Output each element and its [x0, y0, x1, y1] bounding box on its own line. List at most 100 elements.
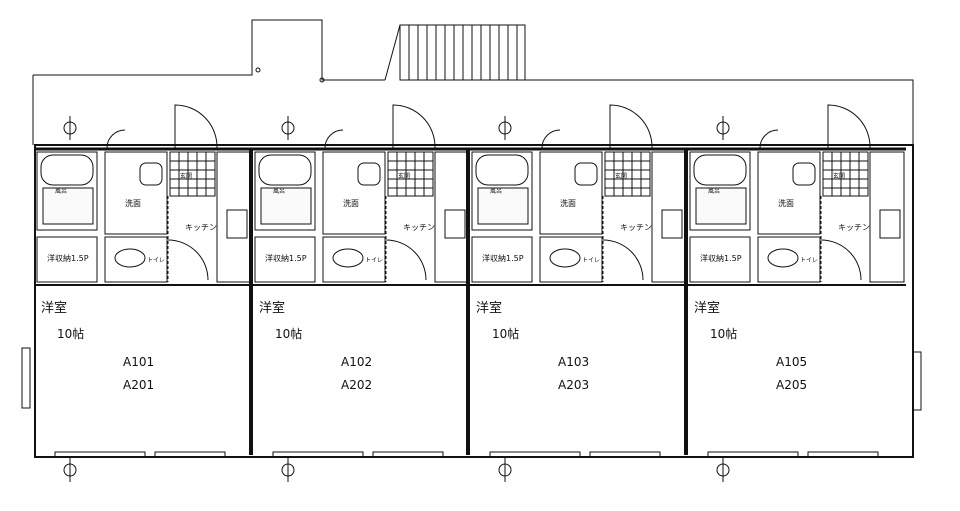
door-swing — [759, 129, 779, 149]
door-swing — [324, 129, 344, 149]
window — [489, 451, 581, 458]
unit-number-lower: A102 — [341, 355, 373, 369]
kitchen — [869, 151, 905, 283]
entry-door — [392, 104, 436, 149]
washroom — [104, 151, 168, 235]
washroom-label: 洗面 — [125, 199, 141, 208]
kitchen-label: キッチン — [403, 223, 435, 232]
washroom — [322, 151, 386, 235]
washroom — [757, 151, 821, 235]
kitchen-label: キッチン — [620, 223, 652, 232]
toilet-label: トイレ — [582, 257, 601, 264]
room-label: 洋室 — [259, 301, 286, 316]
door-swing — [385, 239, 427, 281]
toilet-bowl — [549, 248, 581, 268]
entrance-label: 玄関 — [180, 173, 193, 180]
toilet-room — [322, 236, 386, 283]
closet-label: 洋収納1.5P — [700, 254, 742, 263]
washroom-label: 洗面 — [778, 199, 794, 208]
room-label: 洋室 — [476, 301, 503, 316]
kitchen-sink — [661, 209, 683, 239]
tiled-area — [169, 151, 216, 197]
toilet-bowl — [332, 248, 364, 268]
entrance-label: 玄関 — [833, 173, 846, 180]
unit-number-upper: A203 — [558, 378, 590, 392]
kitchen — [651, 151, 687, 283]
toilet-label: トイレ — [147, 257, 166, 264]
unit-number-lower: A105 — [776, 355, 808, 369]
post-marker — [255, 67, 261, 73]
closet — [689, 236, 751, 283]
building-outline — [34, 144, 914, 458]
window — [21, 347, 31, 409]
washroom-label: 洗面 — [560, 199, 576, 208]
bathroom — [689, 151, 751, 231]
kitchen-label: キッチン — [185, 223, 217, 232]
bathtub — [40, 154, 94, 186]
door-swing — [167, 239, 209, 281]
closet-label: 洋収納1.5P — [482, 254, 524, 263]
unit-number-upper: A205 — [776, 378, 808, 392]
toilet-label: トイレ — [800, 257, 819, 264]
washbasin — [792, 162, 816, 186]
window — [589, 451, 661, 458]
door-swing — [602, 239, 644, 281]
washbasin — [139, 162, 163, 186]
toilet-bowl — [767, 248, 799, 268]
tiled-area — [604, 151, 651, 197]
entry-door — [174, 104, 218, 149]
post-marker — [319, 77, 325, 83]
entrance-label: 玄関 — [615, 173, 628, 180]
closet-label: 洋収納1.5P — [47, 254, 89, 263]
kitchen-sink — [444, 209, 466, 239]
door-swing — [820, 239, 862, 281]
unit-number-lower: A103 — [558, 355, 590, 369]
toilet-label: トイレ — [365, 257, 384, 264]
bath-label: 風呂 — [55, 188, 68, 195]
entrance-label: 玄関 — [398, 173, 411, 180]
tiled-area — [387, 151, 434, 197]
room-label: 洋室 — [694, 301, 721, 316]
window — [807, 451, 879, 458]
kitchen-sink — [879, 209, 901, 239]
staircase — [384, 24, 526, 81]
kitchen-sink — [226, 209, 248, 239]
unit-number-upper: A202 — [341, 378, 373, 392]
bathtub — [475, 154, 529, 186]
room-size-label: 10帖 — [275, 327, 303, 341]
closet — [36, 236, 98, 283]
bathroom — [471, 151, 533, 231]
bath-label: 風呂 — [273, 188, 286, 195]
kitchen — [434, 151, 470, 283]
entrance-tiles — [695, 187, 747, 225]
window — [707, 451, 799, 458]
entry-door — [609, 104, 653, 149]
bathroom — [36, 151, 98, 231]
window — [912, 351, 922, 411]
bath-label: 風呂 — [708, 188, 721, 195]
unit-A102 — [249, 104, 471, 482]
washroom — [539, 151, 603, 235]
door-swing — [541, 129, 561, 149]
window — [372, 451, 444, 458]
window — [154, 451, 226, 458]
closet — [471, 236, 533, 283]
closet — [254, 236, 316, 283]
kitchen — [216, 151, 252, 283]
room-size-label: 10帖 — [57, 327, 85, 341]
unit-number-lower: A101 — [123, 355, 155, 369]
toilet-bowl — [114, 248, 146, 268]
entrance-tiles — [42, 187, 94, 225]
room-size-label: 10帖 — [710, 327, 738, 341]
door-swing — [106, 129, 126, 149]
toilet-room — [757, 236, 821, 283]
room-label: 洋室 — [41, 301, 68, 316]
entrance-tiles — [477, 187, 529, 225]
entry-door — [827, 104, 871, 149]
washbasin — [357, 162, 381, 186]
corridor-outline — [32, 19, 914, 145]
toilet-room — [104, 236, 168, 283]
tiled-area — [822, 151, 869, 197]
